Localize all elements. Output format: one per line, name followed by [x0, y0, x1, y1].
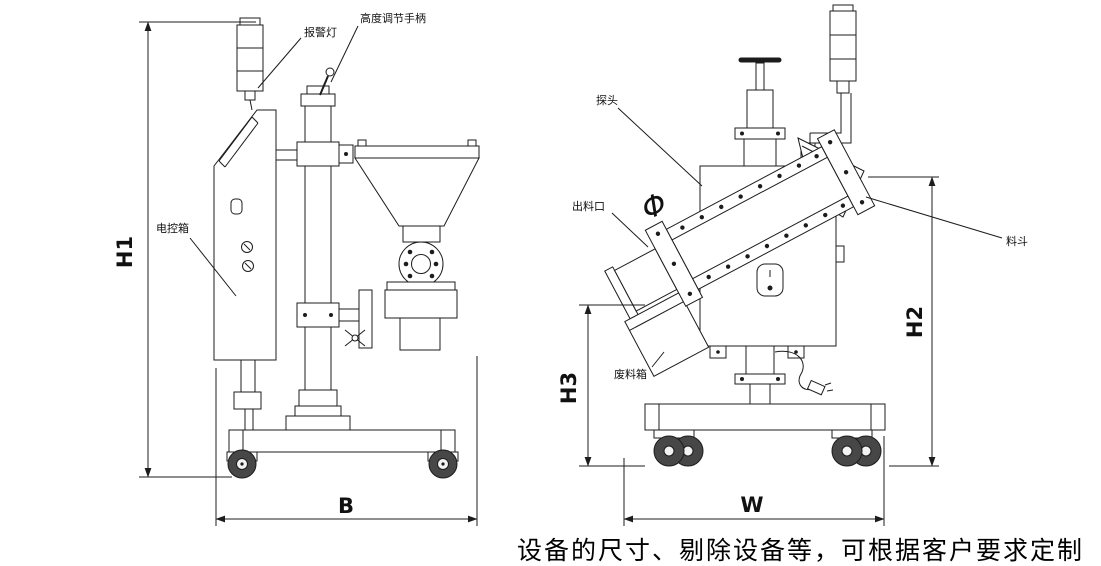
lifting-column [285, 85, 351, 431]
power-cord [774, 350, 834, 396]
front-view-callouts: 探头 出料口 Φ 料斗 废料箱 [572, 94, 1028, 381]
caster-front-right [831, 429, 882, 467]
dimension-h1: H1 [113, 21, 256, 478]
label-alarm-light: 报警灯 [304, 25, 337, 39]
alarm-light-tower [236, 17, 264, 111]
caster-side-right [427, 449, 459, 479]
detector-head-side [384, 241, 458, 351]
label-diameter-symbol: Φ [637, 186, 671, 227]
caster-front-left [653, 429, 704, 467]
caster-side-left [226, 449, 258, 479]
dimension-h3: H3 [557, 304, 645, 467]
base-frame-side [228, 429, 456, 453]
control-box [213, 109, 277, 361]
side-view-callouts: 报警灯 高度调节手柄 电控箱 [156, 11, 426, 297]
customization-note: 设备的尺寸、剔除设备等，可根据客户要求定制 [517, 536, 1085, 565]
base-frame-front [644, 403, 886, 431]
dimension-b: B [215, 356, 478, 526]
side-view: H1 B 报警灯 高度调节手柄 电控箱 [113, 11, 480, 526]
detector-arm [296, 289, 373, 349]
label-waste-box: 废料箱 [614, 367, 647, 381]
dimension-h2: H2 [868, 176, 939, 467]
probe-assembly [604, 129, 876, 378]
top-adjust-knob [734, 57, 786, 167]
front-view: H2 H3 W 探头 出料口 Φ 料斗 [557, 4, 1028, 526]
dim-label-h1: H1 [113, 236, 137, 268]
control-box-mount [233, 359, 262, 431]
dim-label-h2: H2 [903, 306, 927, 338]
dim-label-b: B [338, 494, 354, 518]
label-hopper: 料斗 [1006, 234, 1028, 248]
label-height-handle: 高度调节手柄 [360, 11, 426, 25]
dimension-w: W [623, 436, 885, 526]
label-probe: 探头 [596, 94, 618, 107]
dim-label-h3: H3 [557, 372, 581, 404]
dim-label-w: W [740, 493, 763, 517]
label-discharge-outlet: 出料口 [572, 199, 605, 213]
feed-hopper-side [354, 139, 480, 243]
height-adjust-handle [319, 67, 335, 96]
support-column-front [734, 345, 786, 405]
label-control-box: 电控箱 [156, 221, 189, 235]
control-box-arm [267, 141, 354, 167]
